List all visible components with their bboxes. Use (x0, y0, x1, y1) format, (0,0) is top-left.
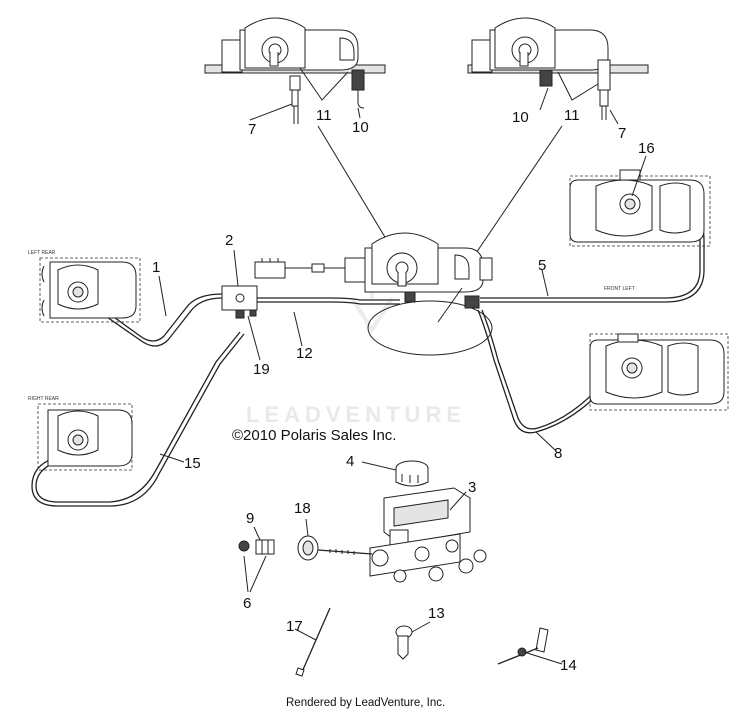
footer-text: Rendered by LeadVenture, Inc. (286, 697, 445, 709)
bracket-14 (497, 627, 549, 665)
callout-8: 8 (554, 445, 562, 462)
callout-6: 6 (243, 595, 251, 612)
callout-11-left: 11 (316, 107, 332, 124)
callout-numbers: 1 2 3 4 5 6 7 7 8 9 10 10 11 11 12 13 14… (152, 107, 655, 674)
master-cylinder-assembly (254, 232, 493, 356)
callout-7-right: 7 (618, 125, 626, 142)
inset-leader-right (469, 125, 563, 263)
callout-5: 5 (538, 257, 546, 274)
callout-10-right: 10 (512, 109, 529, 126)
inset-top-left (204, 17, 386, 124)
callout-leaders (158, 155, 647, 665)
callout-1: 1 (152, 259, 160, 276)
watermark-text: LEADVENTURE (246, 402, 466, 427)
caliper-front-right (589, 333, 729, 411)
label-left-rear: LEFT REAR (28, 250, 56, 256)
copyright-text: ©2010 Polaris Sales Inc. (232, 427, 396, 444)
brake-junction-block (221, 285, 258, 319)
callout-18: 18 (294, 500, 311, 517)
callout-16: 16 (638, 140, 655, 157)
callout-11-right: 11 (564, 107, 580, 124)
callout-3: 3 (468, 479, 476, 496)
callout-14: 14 (560, 657, 577, 674)
push-rod (317, 549, 373, 555)
callout-4: 4 (346, 453, 354, 470)
clevis (238, 539, 275, 555)
caliper-right-rear: RIGHT REAR (28, 396, 133, 471)
reservoir-cap (395, 460, 429, 487)
caliper-left-rear: LEFT REAR (28, 250, 141, 323)
callout-7-left: 7 (248, 121, 256, 138)
callout-12: 12 (296, 345, 313, 362)
inset-top-right (467, 17, 649, 125)
callout-13: 13 (428, 605, 445, 622)
callout-17: 17 (286, 618, 303, 635)
caliper-front-left (569, 169, 711, 247)
label-right-rear: RIGHT REAR (28, 396, 59, 402)
watermark: LEADVENTURE (246, 280, 466, 427)
label-front-left: FRONT LEFT (604, 286, 635, 292)
clip-13 (395, 625, 413, 660)
callout-19: 19 (253, 361, 270, 378)
push-rod-threads (329, 549, 355, 555)
callout-15: 15 (184, 455, 201, 472)
rod-boot (297, 535, 319, 561)
master-cylinder (369, 487, 487, 583)
callout-10-left: 10 (352, 119, 369, 136)
callout-9: 9 (246, 510, 254, 527)
rod-17-end (295, 667, 305, 677)
callout-2: 2 (225, 232, 233, 249)
